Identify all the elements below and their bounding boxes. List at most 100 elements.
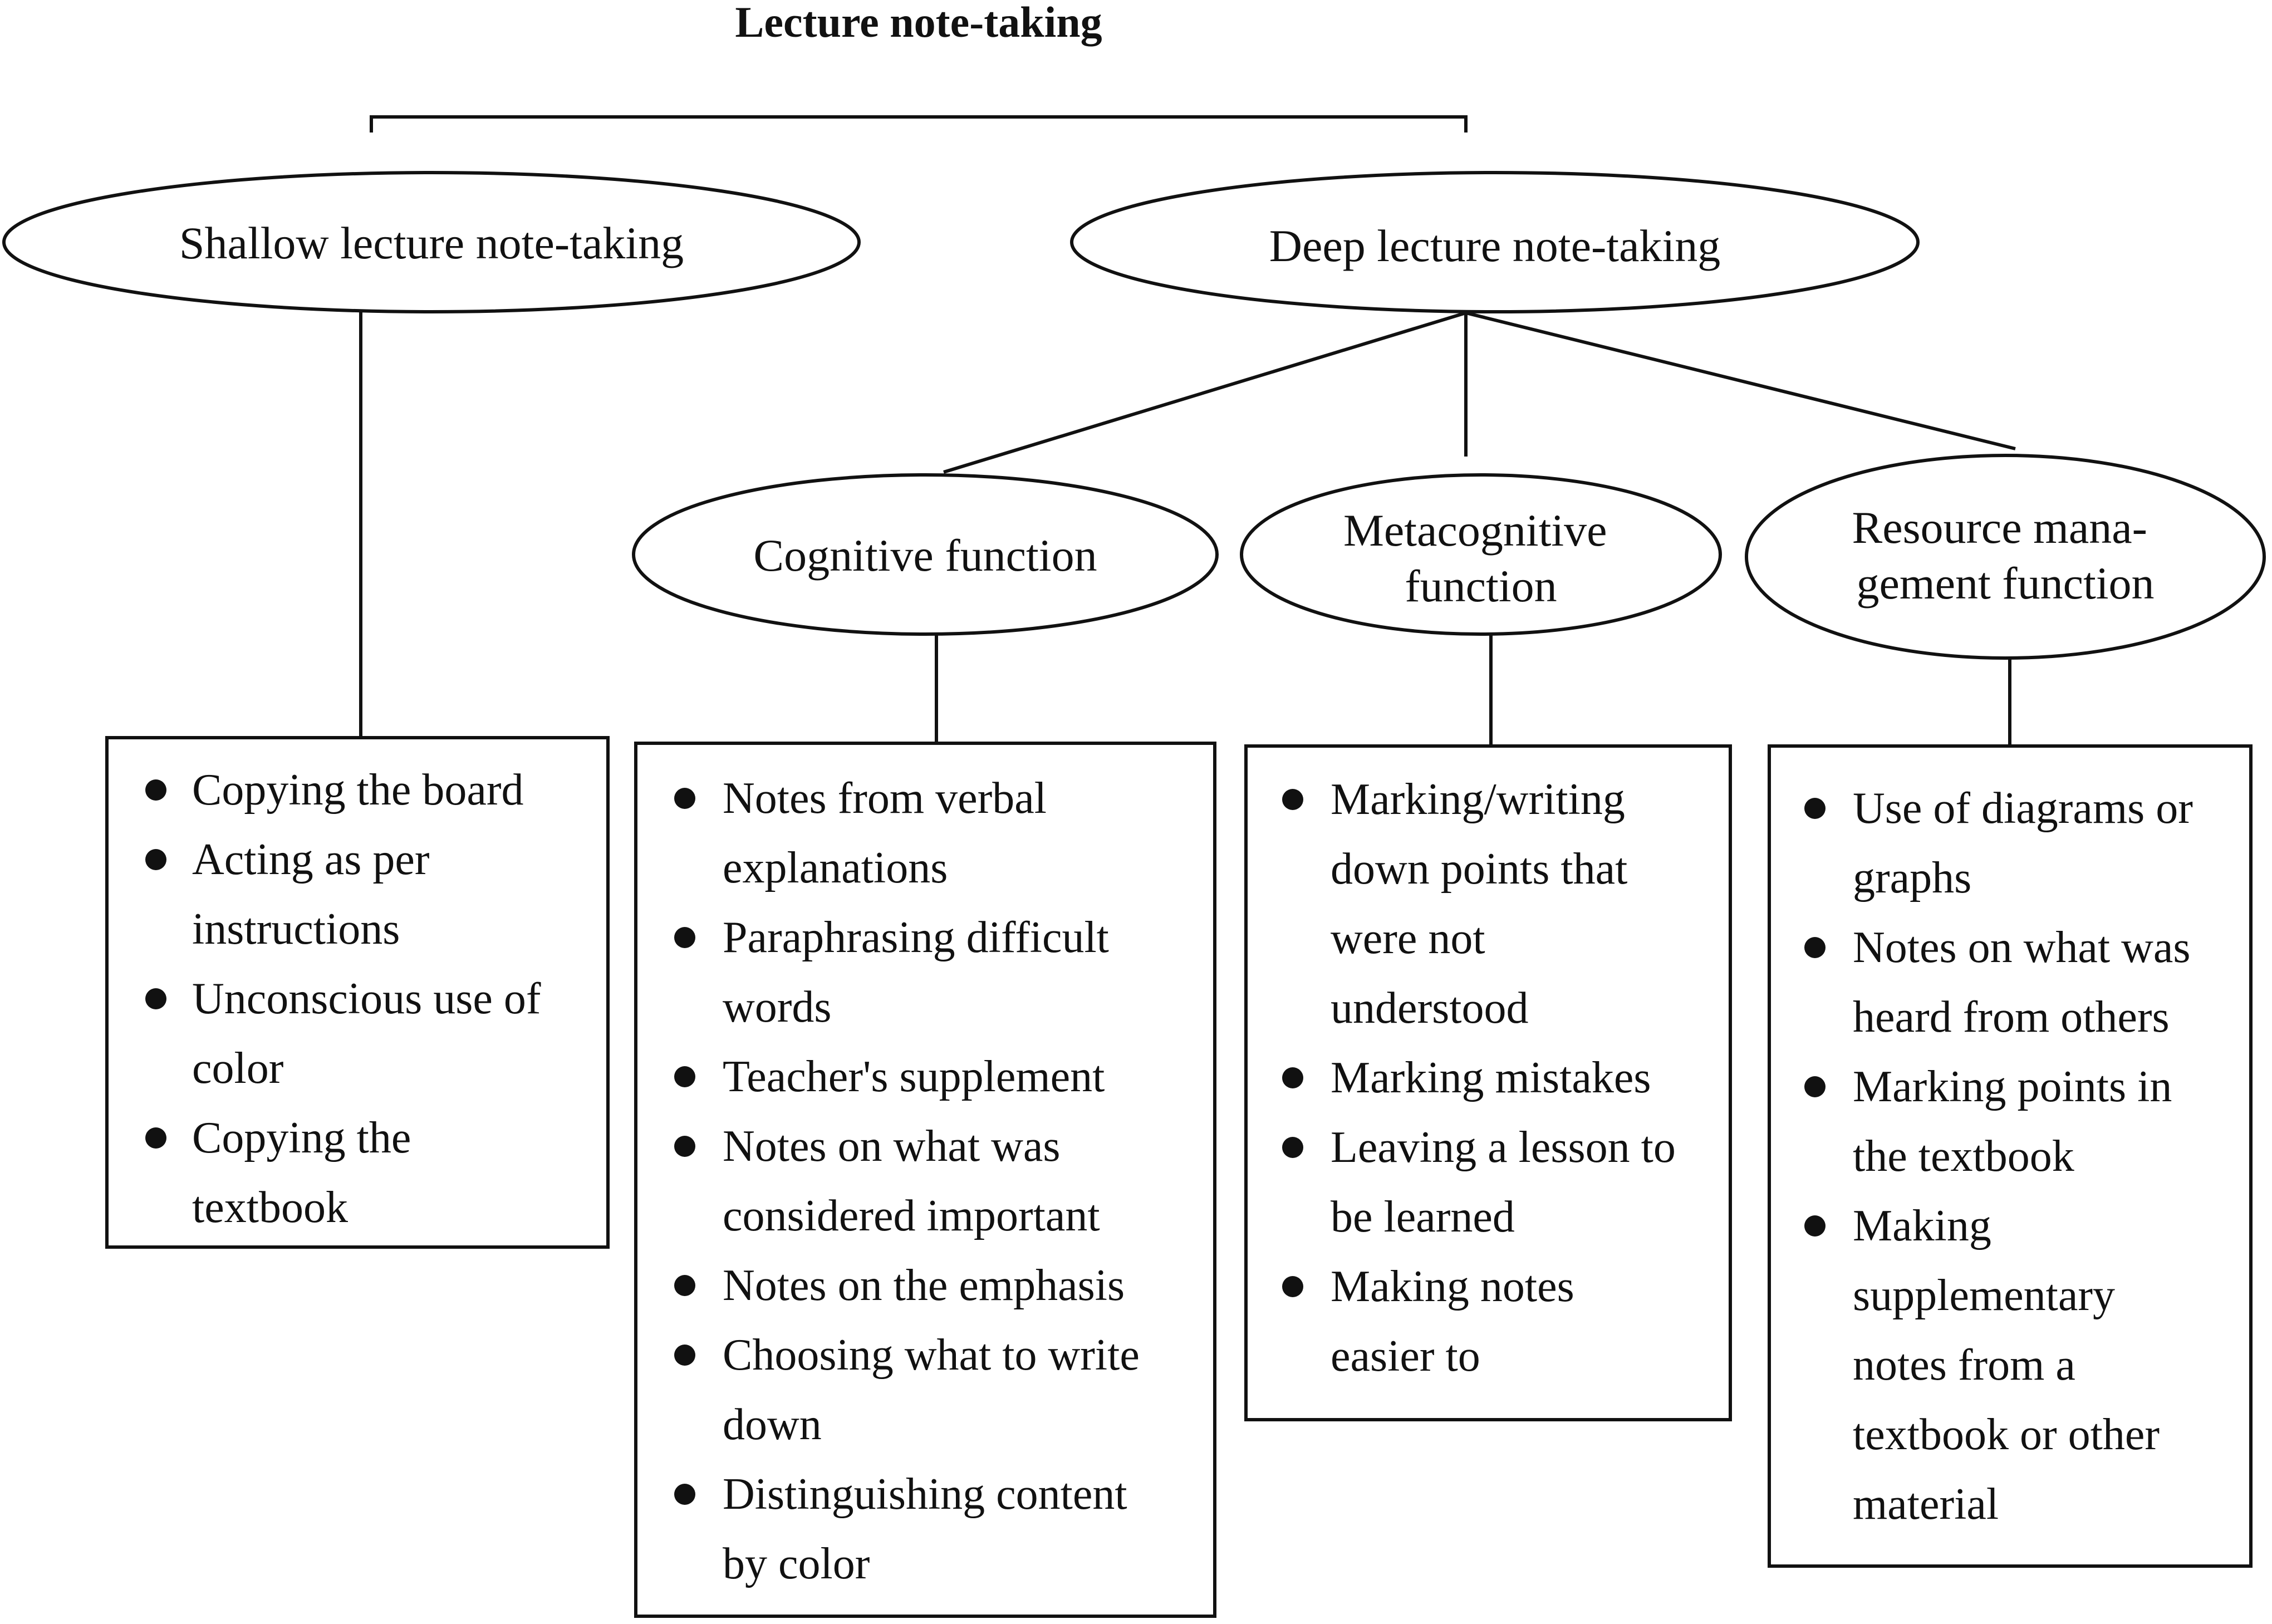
- list-item: Notes on the emphasis: [723, 1261, 1125, 1310]
- list-item-line: textbook or other: [1853, 1410, 2160, 1459]
- list-item-line: Notes from verbal: [723, 774, 1047, 823]
- bullet-dot: [1282, 1276, 1303, 1297]
- node-deep: Deep lecture note-taking: [1070, 171, 1920, 313]
- list-item-line: Notes on the emphasis: [723, 1261, 1125, 1310]
- list-item-line: down points that: [1331, 845, 1627, 894]
- list-item-line: Notes on what was: [723, 1122, 1061, 1171]
- diagram-title: Lecture note-taking: [735, 0, 1102, 46]
- list-item: Copying the textbook: [192, 1113, 411, 1232]
- list-item-line: Choosing what to write: [723, 1331, 1140, 1380]
- list-item-line: heard from others: [1853, 993, 2170, 1042]
- list-box-shallow: [105, 736, 610, 1249]
- list-item-line: Marking/writing: [1331, 775, 1625, 824]
- list-box-metacognitive: [1244, 744, 1732, 1421]
- bullet-dot: [145, 849, 166, 870]
- node-shallow-label: Shallow lecture note-taking: [179, 218, 684, 268]
- bullet-dot: [674, 1275, 695, 1296]
- list-box-resource: [1768, 744, 2253, 1568]
- list-item-line: Copying the: [192, 1113, 411, 1162]
- list-item-line: supplementary: [1853, 1271, 2115, 1320]
- connector-deep-to-resource: [1465, 311, 2016, 450]
- list-item-line: Marking mistakes: [1331, 1053, 1651, 1102]
- list-item-line: down: [723, 1400, 822, 1449]
- connector-deep-to-cognitive: [943, 311, 1466, 474]
- list-item-line: Notes on what was: [1853, 923, 2191, 972]
- node-metacognitive-label-line-2: function: [1405, 561, 1557, 611]
- list-item-line: were not: [1331, 914, 1485, 963]
- list-item-line: textbook: [192, 1183, 348, 1232]
- list-item-line: Marking points in: [1853, 1062, 2172, 1111]
- list-item-line: color: [192, 1044, 283, 1093]
- list-metacognitive: Marking/writing down points that were not u…: [1282, 775, 1676, 1381]
- node-deep-label: Deep lecture note-taking: [1269, 220, 1721, 271]
- list-item-line: Paraphrasing difficult: [723, 913, 1109, 962]
- list-item: Teacher's supplement: [723, 1052, 1105, 1101]
- list-item-line: considered important: [723, 1191, 1100, 1240]
- list-item-line: explanations: [723, 843, 948, 892]
- list-item-line: Distinguishing content: [723, 1470, 1127, 1519]
- list-item-line: Acting as per: [192, 835, 430, 884]
- list-cognitive: Notes from verbal explanationsParaphrasin…: [674, 774, 1140, 1588]
- list-item-line: Use of diagrams or: [1853, 784, 2193, 833]
- bullet-dot: [1282, 1137, 1303, 1158]
- list-item-line: the textbook: [1853, 1132, 2074, 1181]
- list-item-line: graphs: [1853, 853, 1971, 902]
- bullet-dot: [1804, 1215, 1826, 1237]
- list-item-line: Teacher's supplement: [723, 1052, 1105, 1101]
- svg-text:Metacognitive function: Metacognitive function: [1343, 505, 1618, 611]
- list-item-line: understood: [1331, 984, 1529, 1033]
- list-item: Making supplementary notes from a textbook …: [1853, 1201, 2160, 1529]
- list-item-line: Unconscious use of: [192, 974, 541, 1023]
- node-cognitive: Cognitive function: [632, 473, 1219, 636]
- bullet-dot: [674, 1484, 695, 1505]
- list-item: Copying the board: [192, 766, 523, 815]
- node-shallow: Shallow lecture note-taking: [2, 171, 861, 313]
- list-item-line: Copying the board: [192, 766, 523, 815]
- bullet-dot: [1282, 1067, 1303, 1088]
- bullet-dot: [1804, 1076, 1826, 1097]
- node-metacognitive: Metacognitive function: [1240, 473, 1722, 636]
- list-item: Notes from verbal explanations: [723, 774, 1047, 892]
- bullet-dot: [674, 1345, 695, 1366]
- node-cognitive-label: Cognitive function: [753, 530, 1097, 581]
- list-item: Choosing what to write down: [723, 1331, 1140, 1449]
- list-item: Marking/writing down points that were not u…: [1331, 775, 1627, 1033]
- svg-text:Cognitive function: Cognitive function: [753, 530, 1097, 581]
- bullet-dot: [674, 1136, 695, 1157]
- list-item-line: notes from a: [1853, 1341, 2075, 1390]
- list-item-line: Making: [1853, 1201, 1991, 1250]
- node-resource-label-line-1: Resource mana-: [1852, 502, 2147, 553]
- list-box-cognitive: [634, 742, 1216, 1618]
- bullet-dot: [145, 1127, 166, 1149]
- svg-text:Shallow lecture note-taking: Shallow lecture note-taking: [179, 218, 684, 268]
- node-resource-label-line-2: gement function: [1856, 558, 2154, 609]
- connectors: [359, 115, 2016, 749]
- bullet-dot: [674, 788, 695, 809]
- connector-title-bracket: [370, 115, 1468, 133]
- bullet-dot: [1804, 798, 1826, 819]
- list-item-line: instructions: [192, 905, 400, 954]
- node-metacognitive-label-line-1: Metacognitive: [1343, 505, 1607, 556]
- list-item: Distinguishing content by color: [723, 1470, 1127, 1588]
- bullet-dot: [1804, 937, 1826, 958]
- node-resource: Resource mana- gement function: [1745, 454, 2266, 660]
- list-item: Use of diagrams or graphs: [1853, 784, 2193, 902]
- svg-text:Resource mana- gement fu: Resource mana- gement function: [1852, 502, 2159, 609]
- list-item: Acting as per instructions: [192, 835, 430, 954]
- list-item-line: by color: [723, 1539, 870, 1588]
- list-item: Notes on what was heard from others: [1853, 923, 2191, 1042]
- list-item: Unconscious use of color: [192, 974, 541, 1093]
- list-item-line: easier to: [1331, 1332, 1480, 1381]
- list-item: Marking points in the textbook: [1853, 1062, 2172, 1181]
- bullet-dot: [145, 988, 166, 1009]
- list-item-line: Leaving a lesson to: [1331, 1123, 1676, 1172]
- list-item: Marking mistakes: [1331, 1053, 1651, 1102]
